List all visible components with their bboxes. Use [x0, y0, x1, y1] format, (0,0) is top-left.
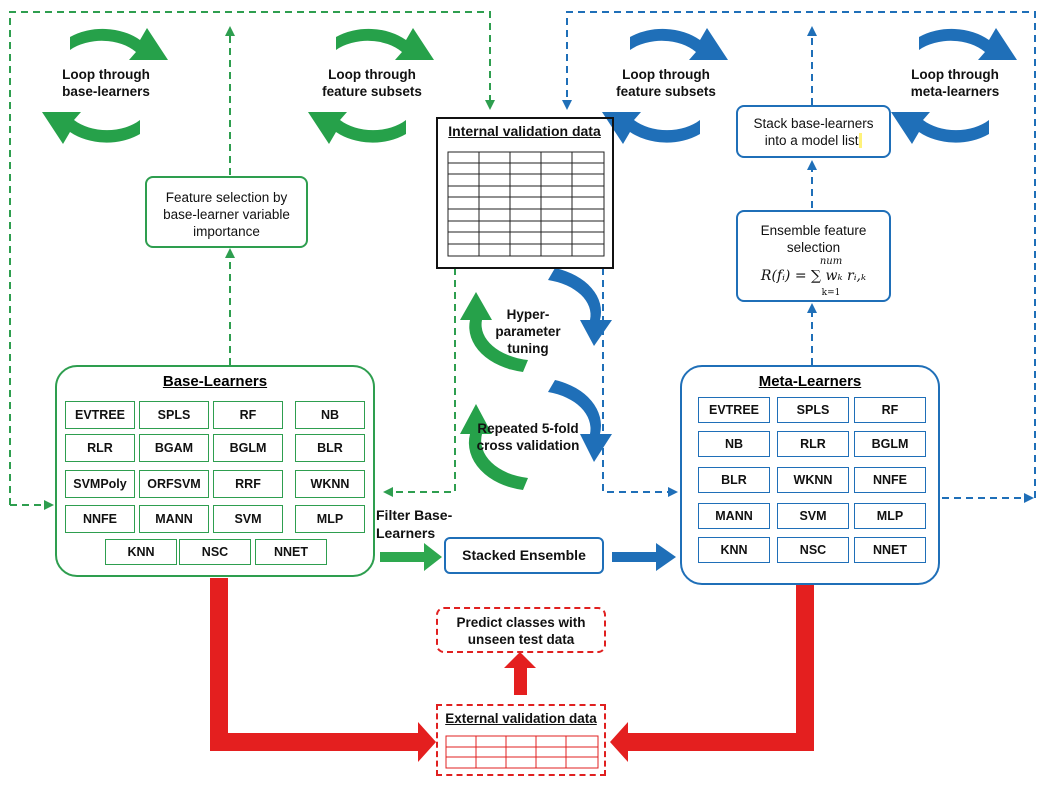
loop-base-learners-icon [42, 28, 168, 144]
ensemble-to-meta-arrow [612, 543, 676, 571]
internal-validation-grid [447, 151, 605, 257]
loop-feature-subsets-left-icon [308, 28, 434, 144]
meta_learners-rlr: RLR [777, 431, 849, 457]
base_learners-spls: SPLS [139, 401, 209, 429]
meta_learners-rf: RF [854, 397, 926, 423]
base_learners-bgam: BGAM [139, 434, 209, 462]
meta_learners-nsc: NSC [777, 537, 849, 563]
loop-cross-validation-icon [460, 380, 612, 490]
stacked-ensemble-label: Stacked Ensemble [462, 547, 586, 563]
base_learners-nnfe: NNFE [65, 505, 135, 533]
base_learners-orfsvm: ORFSVM [139, 470, 209, 498]
base_learners-nb: NB [295, 401, 365, 429]
base_learners-rf: RF [213, 401, 283, 429]
cursor-highlight [858, 133, 863, 148]
base_learners-mlp: MLP [295, 505, 365, 533]
loop-feature-subsets-right-icon [602, 28, 728, 144]
green-dashed-connectors [9, 11, 495, 510]
meta_learners-nnet: NNET [854, 537, 926, 563]
base_learners-knn: KNN [105, 539, 177, 565]
meta-learners-title: Meta-Learners [758, 373, 862, 390]
internal-validation-box: Internal validation data [436, 117, 614, 269]
filter-arrow [380, 543, 442, 571]
internal-validation-title: Internal validation data [448, 123, 601, 139]
base-learners-title: Base-Learners [162, 373, 268, 390]
loop-hyperparameter-icon [460, 268, 612, 372]
meta_learners-mlp: MLP [854, 503, 926, 529]
base_learners-bglm: BGLM [213, 434, 283, 462]
loop-label-meta-learners: Loop through meta-learners [910, 67, 1000, 99]
feature-selection-box: Feature selection by base-learner variab… [145, 176, 308, 248]
loop-label-feature-subsets-left: Loop through feature subsets [322, 67, 422, 99]
red-arrows [210, 578, 814, 762]
base_learners-nsc: NSC [179, 539, 251, 565]
base_learners-evtree: EVTREE [65, 401, 135, 429]
base_learners-rrf: RRF [213, 470, 283, 498]
base_learners-blr: BLR [295, 434, 365, 462]
external-validation-box: External validation data [436, 704, 606, 776]
external-validation-grid [445, 735, 599, 769]
stack-base-learners-text: Stack base-learners into a model list [742, 115, 885, 149]
loop-label-base-learners: Loop through base-learners [62, 67, 150, 99]
meta_learners-nb: NB [698, 431, 770, 457]
filter-base-learners-label: Filter Base-Learners [376, 507, 453, 541]
base_learners-svmpoly: SVMPoly [65, 470, 135, 498]
meta_learners-spls: SPLS [777, 397, 849, 423]
stack-base-learners-label: Stack base-learners into a model list [753, 116, 874, 148]
base_learners-svm: SVM [213, 505, 283, 533]
ensemble-formula-lower: k=1 [821, 288, 841, 298]
loop-label-cross-validation: Repeated 5-fold cross validation [476, 421, 580, 453]
loop-meta-learners-icon [891, 28, 1017, 144]
base_learners-rlr: RLR [65, 434, 135, 462]
ensemble-formula-upper: num [819, 256, 843, 267]
meta_learners-wknn: WKNN [777, 467, 849, 493]
predict-classes-label: Predict classes with unseen test data [456, 615, 586, 647]
external-validation-title: External validation data [445, 711, 597, 726]
meta_learners-mann: MANN [698, 503, 770, 529]
ensemble-feature-selection-box: Ensemble feature selection num R(fᵢ) = ∑… [736, 210, 891, 302]
meta_learners-knn: KNN [698, 537, 770, 563]
feature-selection-text: Feature selection by base-learner variab… [163, 190, 290, 239]
base_learners-wknn: WKNN [295, 470, 365, 498]
stack-base-learners-box: Stack base-learners into a model list [736, 105, 891, 158]
base_learners-nnet: NNET [255, 539, 327, 565]
loop-label-hyperparameter: Hyper-parameter tuning [495, 307, 561, 356]
blue-dashed-connectors [562, 11, 1036, 503]
meta_learners-blr: BLR [698, 467, 770, 493]
meta_learners-evtree: EVTREE [698, 397, 770, 423]
ensemble-feature-title: Ensemble feature selection [760, 223, 867, 255]
loop-label-feature-subsets-right: Loop through feature subsets [616, 67, 716, 99]
meta_learners-svm: SVM [777, 503, 849, 529]
base_learners-mann: MANN [139, 505, 209, 533]
meta_learners-nnfe: NNFE [854, 467, 926, 493]
meta_learners-bglm: BGLM [854, 431, 926, 457]
predict-classes-box: Predict classes with unseen test data [436, 607, 606, 653]
ensemble-formula: R(fᵢ) = ∑ wₖ rᵢ,ₖ [760, 268, 867, 284]
stacked-ensemble-box: Stacked Ensemble [444, 537, 604, 574]
